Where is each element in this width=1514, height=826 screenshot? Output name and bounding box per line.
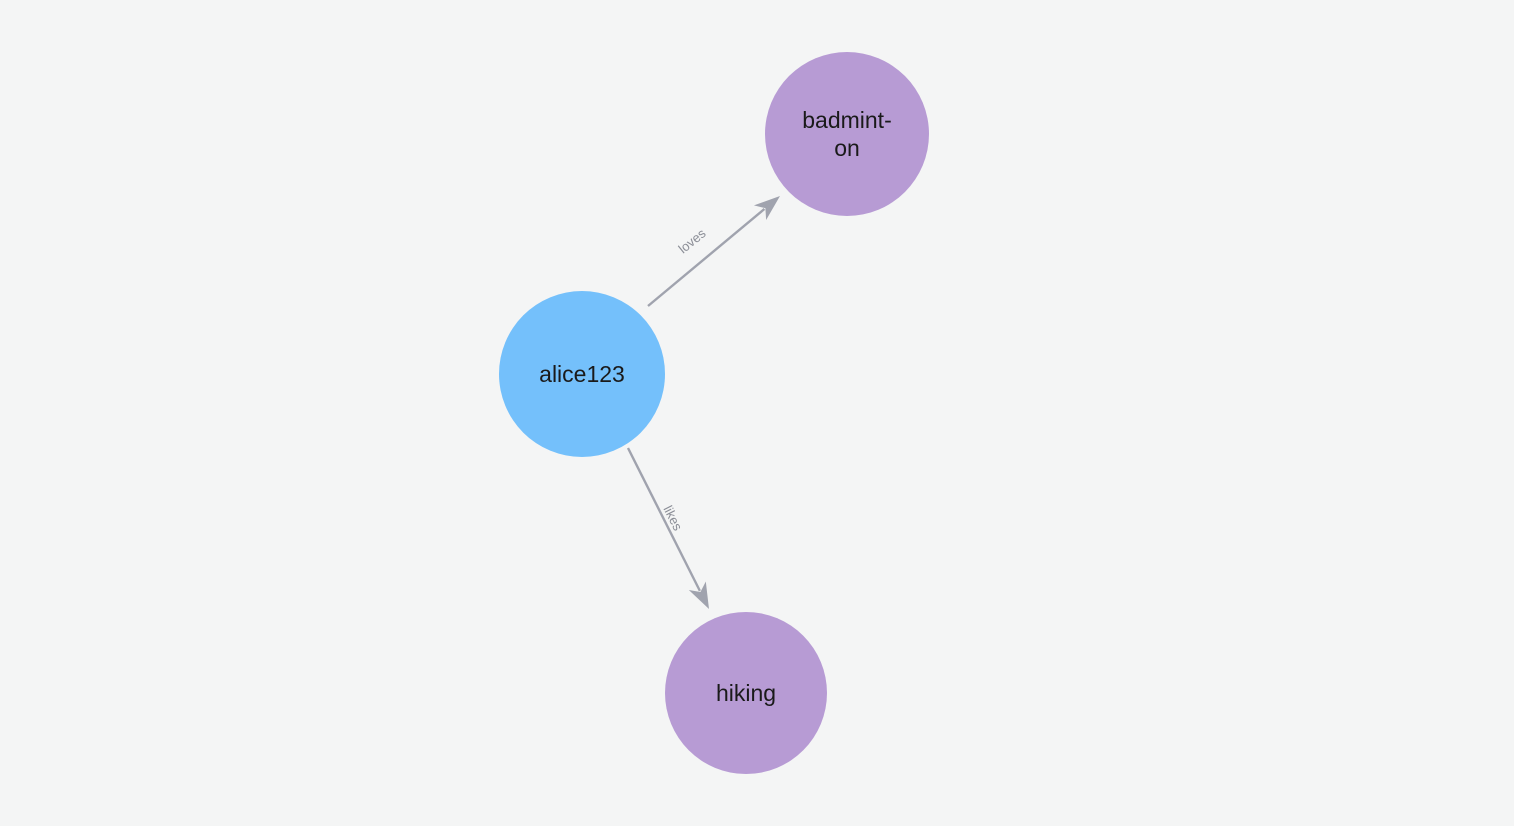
edge-loves-line[interactable] xyxy=(647,208,766,307)
node-layer: badmint- on alice123 hiking xyxy=(499,52,929,774)
node-alice123[interactable]: alice123 xyxy=(499,291,665,457)
node-hiking-circle[interactable] xyxy=(665,612,827,774)
edge-likes-line[interactable] xyxy=(626,447,701,592)
edge-loves-label: loves xyxy=(675,225,708,256)
node-badminton[interactable]: badmint- on xyxy=(765,52,929,216)
node-hiking[interactable]: hiking xyxy=(665,612,827,774)
edge-likes[interactable]: likes xyxy=(626,447,709,609)
node-badminton-circle[interactable] xyxy=(765,52,929,216)
node-alice123-circle[interactable] xyxy=(499,291,665,457)
edge-loves-arrowhead xyxy=(753,196,780,220)
edge-loves[interactable]: loves xyxy=(647,196,780,307)
edge-likes-arrowhead xyxy=(688,581,709,609)
